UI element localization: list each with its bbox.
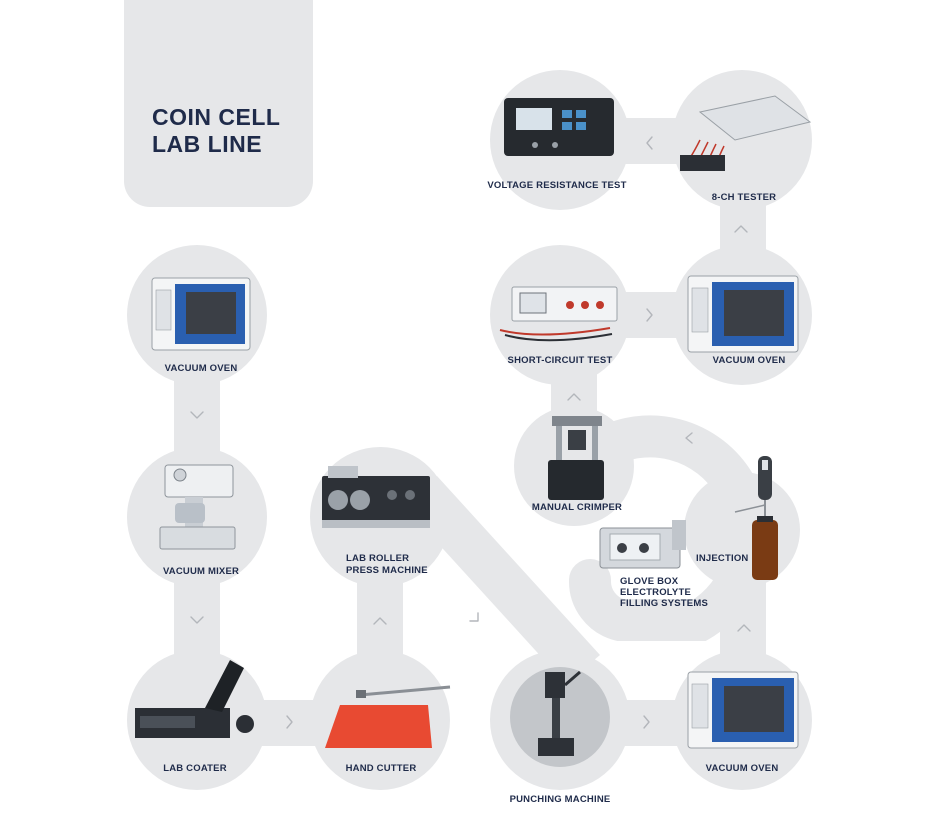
- punching-machine-icon: [510, 667, 610, 767]
- label-vacuum-oven-mid-right: VACUUM OVEN: [713, 355, 786, 366]
- vacuum-oven-icon: [688, 276, 798, 352]
- label-lab-roller-2: PRESS MACHINE: [346, 565, 428, 576]
- label-vacuum-oven-left: VACUUM OVEN: [165, 363, 238, 374]
- glove-box-icon: [600, 520, 686, 568]
- chevron-diagonal-icon: [470, 613, 478, 621]
- label-punching-machine: PUNCHING MACHINE: [510, 794, 611, 805]
- label-glove-box-2: ELECTROLYTE: [620, 587, 691, 598]
- label-injection: INJECTION: [696, 553, 748, 564]
- label-lab-roller-1: LAB ROLLER: [346, 553, 409, 564]
- station-injection[interactable]: [684, 472, 800, 588]
- label-voltage-resistance: VOLTAGE RESISTANCE TEST: [487, 180, 626, 191]
- label-manual-crimper: MANUAL CRIMPER: [532, 502, 622, 513]
- vacuum-oven-icon: [688, 672, 798, 748]
- label-vacuum-oven-bottom-right: VACUUM OVEN: [706, 763, 779, 774]
- label-vacuum-mixer: VACUUM MIXER: [163, 566, 239, 577]
- station-8ch-tester[interactable]: [672, 70, 812, 210]
- label-short-circuit-test: SHORT-CIRCUIT TEST: [508, 355, 613, 366]
- label-hand-cutter: HAND CUTTER: [346, 763, 417, 774]
- label-glove-box-3: FILLING SYSTEMS: [620, 598, 708, 609]
- vacuum-oven-icon: [152, 278, 250, 350]
- label-8ch-tester: 8-CH TESTER: [712, 192, 776, 203]
- label-lab-coater: LAB COATER: [163, 763, 227, 774]
- label-glove-box-1: GLOVE BOX: [620, 576, 679, 587]
- voltage-resistance-meter-icon: [504, 98, 614, 156]
